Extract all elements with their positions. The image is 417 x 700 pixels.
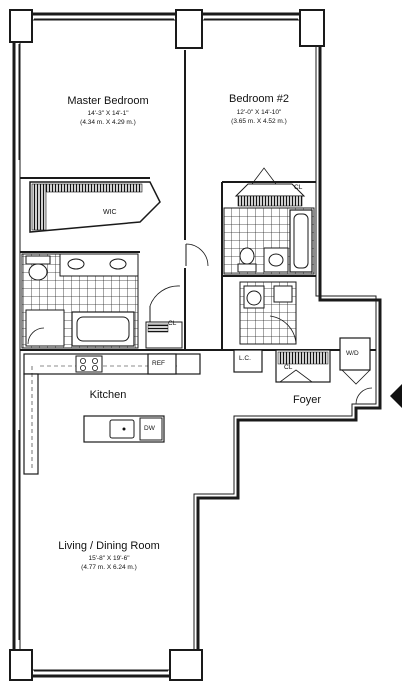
powder-room xyxy=(239,281,297,345)
kitchen-label: Kitchen xyxy=(89,389,127,401)
entry-arrow-icon xyxy=(390,384,402,408)
master-bedroom-metric: (4.34 m. X 4.29 m.) xyxy=(80,119,136,126)
master-bathroom xyxy=(21,253,139,349)
master-bedroom-dimensions: 14'-3" X 14'-1" xyxy=(87,110,129,117)
bedroom2-bathroom xyxy=(223,207,315,275)
bedroom-2-metric: (3.65 m. X 4.52 m.) xyxy=(231,118,287,125)
living-dining-label: Living / Dining Room xyxy=(58,540,160,552)
living-dining-dimensions: 15'-8" X 19'-6" xyxy=(88,555,130,562)
wd-label: W/D xyxy=(346,350,359,357)
master-bedroom-label: Master Bedroom xyxy=(67,95,149,107)
ref-label: REF xyxy=(152,360,165,367)
exterior-walls xyxy=(9,9,382,681)
foyer-closets xyxy=(233,337,373,405)
cl-master-bath-label: CL xyxy=(168,320,177,327)
windows xyxy=(14,14,298,676)
svg-text:WIC: WIC xyxy=(103,209,117,216)
dw-label: DW xyxy=(144,425,155,432)
walk-in-closet: WIC xyxy=(29,181,161,233)
foyer-label: Foyer xyxy=(292,394,322,406)
cl-foyer-label: CL xyxy=(284,364,293,371)
bedroom-2-dimensions: 12'-0" X 14'-10" xyxy=(236,109,282,116)
bedroom2-closet xyxy=(234,167,306,207)
cl-bedroom2-label: CL xyxy=(294,184,303,191)
living-dining-metric: (4.77 m. X 6.24 m.) xyxy=(81,564,137,571)
lc-label: L.C. xyxy=(239,355,251,362)
master-closet xyxy=(145,243,209,349)
bedroom-2-label: Bedroom #2 xyxy=(229,93,289,105)
kitchen-counters xyxy=(23,353,201,475)
